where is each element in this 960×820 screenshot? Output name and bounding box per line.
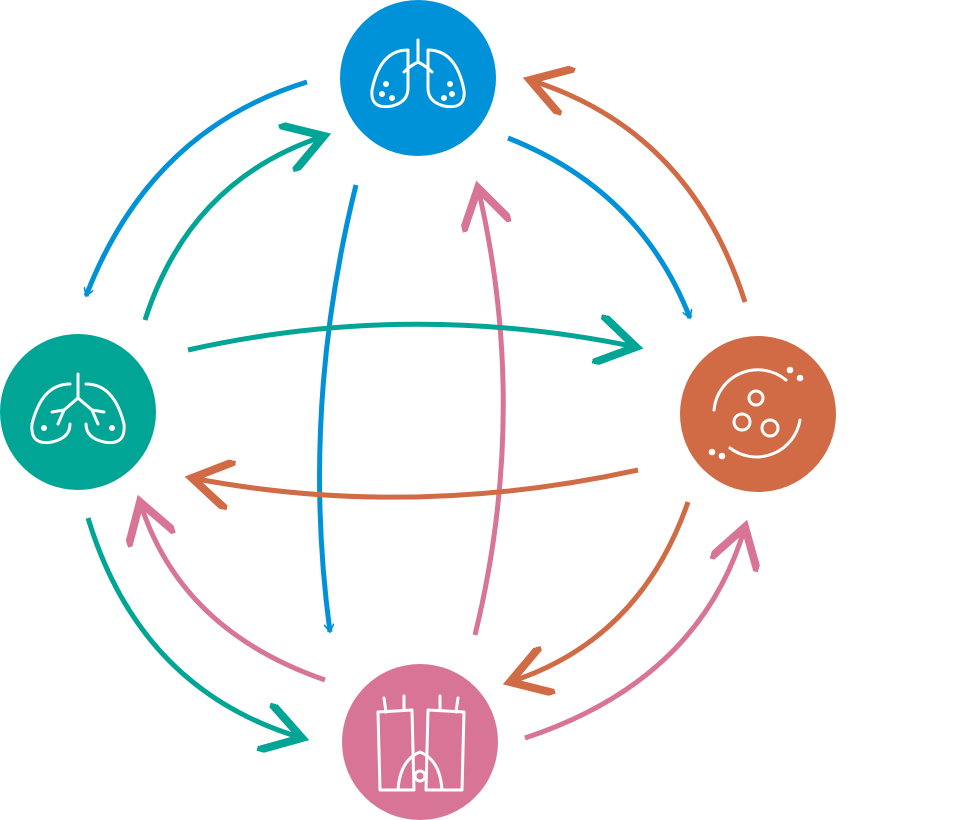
arrow-top-to-left — [86, 79, 308, 296]
arrow-right-to-bottom — [510, 501, 691, 682]
lungs-icon — [370, 38, 466, 109]
tissue-cell-icon — [376, 694, 466, 792]
arrow-left-to-top — [142, 136, 324, 321]
arrow-bottom-to-right — [524, 527, 745, 741]
node-top — [340, 0, 496, 156]
arrow-top-to-bottom — [317, 184, 359, 632]
arrow-right-to-top — [530, 80, 748, 303]
lungs-bronchi-icon — [30, 372, 126, 445]
arrow-left-to-right — [187, 324, 636, 350]
arrow-bottom-to-left — [140, 502, 326, 683]
node-bottom — [342, 664, 498, 820]
arrow-top-to-right — [507, 135, 690, 318]
arrow-right-to-left — [192, 470, 639, 497]
node-left — [0, 334, 156, 490]
arrow-bottom-to-top — [475, 188, 503, 636]
cell-icon — [708, 366, 804, 460]
node-right — [680, 336, 836, 492]
arrow-left-to-bottom — [85, 517, 302, 738]
